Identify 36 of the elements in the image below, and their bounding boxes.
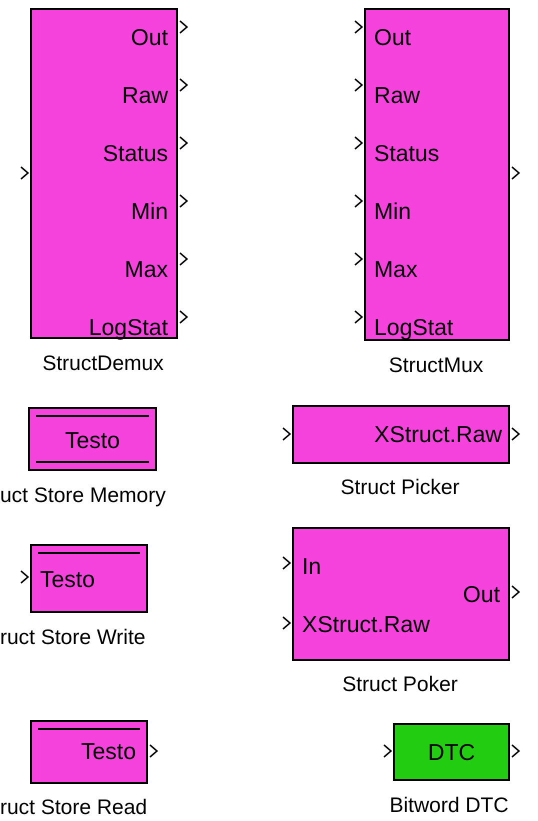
port-label: Min [130,198,168,224]
port-label: Max [124,256,168,282]
block-caption: Struct Picker [340,476,460,500]
port-label: Max [374,256,418,282]
port-label: Min [374,198,412,224]
block-caption: uct Store Memory [0,484,166,508]
block [28,407,157,471]
port-label: LogStat [374,314,454,340]
port-label: In [302,553,322,579]
block [292,405,510,464]
port-label: Testo [81,738,136,764]
port-label: Out [374,24,412,50]
port-label: Out [130,24,168,50]
port-label: Status [102,140,168,166]
block [364,8,510,341]
port-label: XStruct.Raw [302,611,430,637]
port-label: LogStat [88,314,168,340]
block [393,723,510,781]
port-label: Raw [374,82,420,108]
block [292,527,510,661]
port-label: Status [374,140,440,166]
port-label: DTC [426,739,476,765]
port-label: XStruct.Raw [374,421,502,447]
block-caption: ruct Store Write [0,626,146,650]
block [30,544,148,613]
port-label: Testo [64,427,121,453]
block-caption: ruct Store Read [0,796,148,820]
port-label: Out [462,581,500,607]
block [30,720,148,784]
block-caption: StructMux [388,354,484,378]
port-label: Raw [122,82,168,108]
port-label: Testo [40,566,95,592]
block-caption: Struct Poker [342,673,458,697]
block-caption: StructDemux [42,352,164,376]
block-caption: Bitword DTC [389,794,509,818]
block [30,8,178,339]
